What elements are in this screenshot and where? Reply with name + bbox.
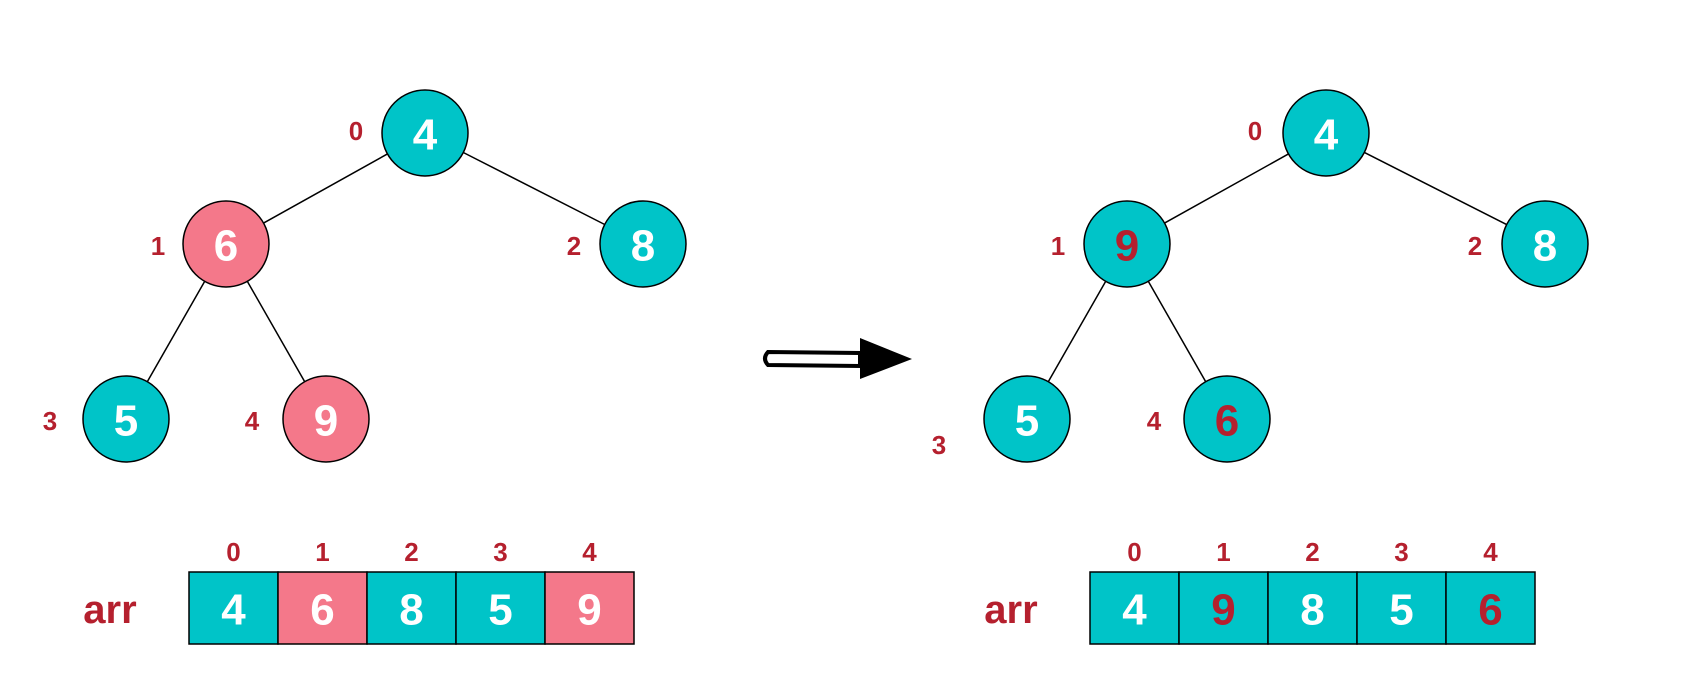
array-cell-value: 6 [1478,586,1502,635]
tree-node-circle [599,200,687,288]
tree-node-circle [381,89,469,177]
tree-edge-0-1 [1164,153,1289,224]
array-cell-value: 5 [488,586,512,635]
array-cell-3: 53 [1356,537,1447,645]
tree-edge-0-2 [462,151,606,226]
array-cell-value: 5 [1389,586,1413,635]
tree-node-value: 9 [1115,222,1139,271]
array-cell-index: 3 [1394,537,1408,567]
array-cell-1: 91 [1178,537,1269,645]
array-cell-4: 94 [544,537,635,645]
tree-node-value: 6 [214,222,238,271]
tree-node-3: 53 [43,375,170,463]
array-cell-index: 0 [226,537,240,567]
tree-node-circle [1282,89,1370,177]
array-cell-value: 6 [310,586,334,635]
array-cell-box [277,571,368,645]
tree-node-value: 8 [1533,222,1557,271]
array-cell-value: 4 [221,586,246,635]
array-cell-box [1445,571,1536,645]
tree-edge-1-3 [146,280,206,383]
tree-edge-0-2 [1364,151,1507,226]
tree-node-value: 5 [114,397,138,446]
tree-node-index: 0 [349,116,363,146]
tree-node-3: 53 [932,375,1071,463]
array-cell-2: 82 [1267,537,1358,645]
array-cell-index: 4 [582,537,597,567]
array-cell-box [455,571,546,645]
array-cell-index: 0 [1127,537,1141,567]
array-label: arr [83,588,136,632]
array-cell-value: 8 [399,586,423,635]
array-cell-index: 1 [315,537,329,567]
array-cell-box [1267,571,1358,645]
array-cell-0: 40 [1089,537,1180,645]
tree-node-4: 94 [245,375,370,463]
tree-node-circle [1083,200,1171,288]
tree-node-circle [1501,200,1589,288]
tree-node-value: 5 [1015,397,1039,446]
tree-node-value: 8 [631,222,655,271]
tree-node-index: 1 [1051,231,1065,261]
array-cell-index: 1 [1216,537,1230,567]
tree-edge-1-4 [246,280,306,383]
tree-node-0: 40 [1248,89,1370,177]
tree-node-2: 82 [1468,200,1589,288]
tree-node-4: 64 [1147,375,1271,463]
array-cell-box [366,571,457,645]
tree-node-index: 2 [567,231,581,261]
transform-arrow-icon [763,338,912,379]
array-label: arr [984,588,1037,632]
array-cell-index: 2 [404,537,418,567]
tree-node-index: 3 [932,430,946,460]
tree-edge-1-3 [1047,280,1107,383]
array-cell-index: 3 [493,537,507,567]
array-cell-1: 61 [277,537,368,645]
tree-node-index: 4 [1147,406,1162,436]
tree-node-value: 4 [413,111,438,160]
array-cell-index: 2 [1305,537,1319,567]
array-cell-box [544,571,635,645]
tree-edge-0-1 [263,153,388,224]
array-cell-3: 53 [455,537,546,645]
tree-node-0: 40 [349,89,469,177]
tree-node-1: 91 [1051,200,1171,288]
tree-node-value: 9 [314,397,338,446]
array-cell-index: 4 [1483,537,1498,567]
tree-node-circle [182,200,270,288]
array-cell-0: 40 [188,537,279,645]
array-cell-value: 8 [1300,586,1324,635]
array-cell-2: 82 [366,537,457,645]
array-cell-value: 9 [1211,586,1235,635]
tree-node-2: 82 [567,200,687,288]
tree-node-index: 2 [1468,231,1482,261]
tree-node-value: 4 [1314,111,1339,160]
tree-edge-1-4 [1147,280,1207,383]
array-cell-value: 9 [577,586,601,635]
tree-node-index: 0 [1248,116,1262,146]
array-cell-4: 64 [1445,537,1536,645]
tree-node-index: 4 [245,406,260,436]
array-cell-box [1356,571,1447,645]
tree-node-value: 6 [1215,397,1239,446]
tree-node-index: 3 [43,406,57,436]
tree-node-circle [983,375,1071,463]
tree-node-index: 1 [151,231,165,261]
tree-node-1: 61 [151,200,270,288]
tree-node-circle [1183,375,1271,463]
array-cell-value: 4 [1122,586,1147,635]
tree-node-circle [282,375,370,463]
tree-node-circle [82,375,170,463]
array-cell-box [1089,571,1180,645]
